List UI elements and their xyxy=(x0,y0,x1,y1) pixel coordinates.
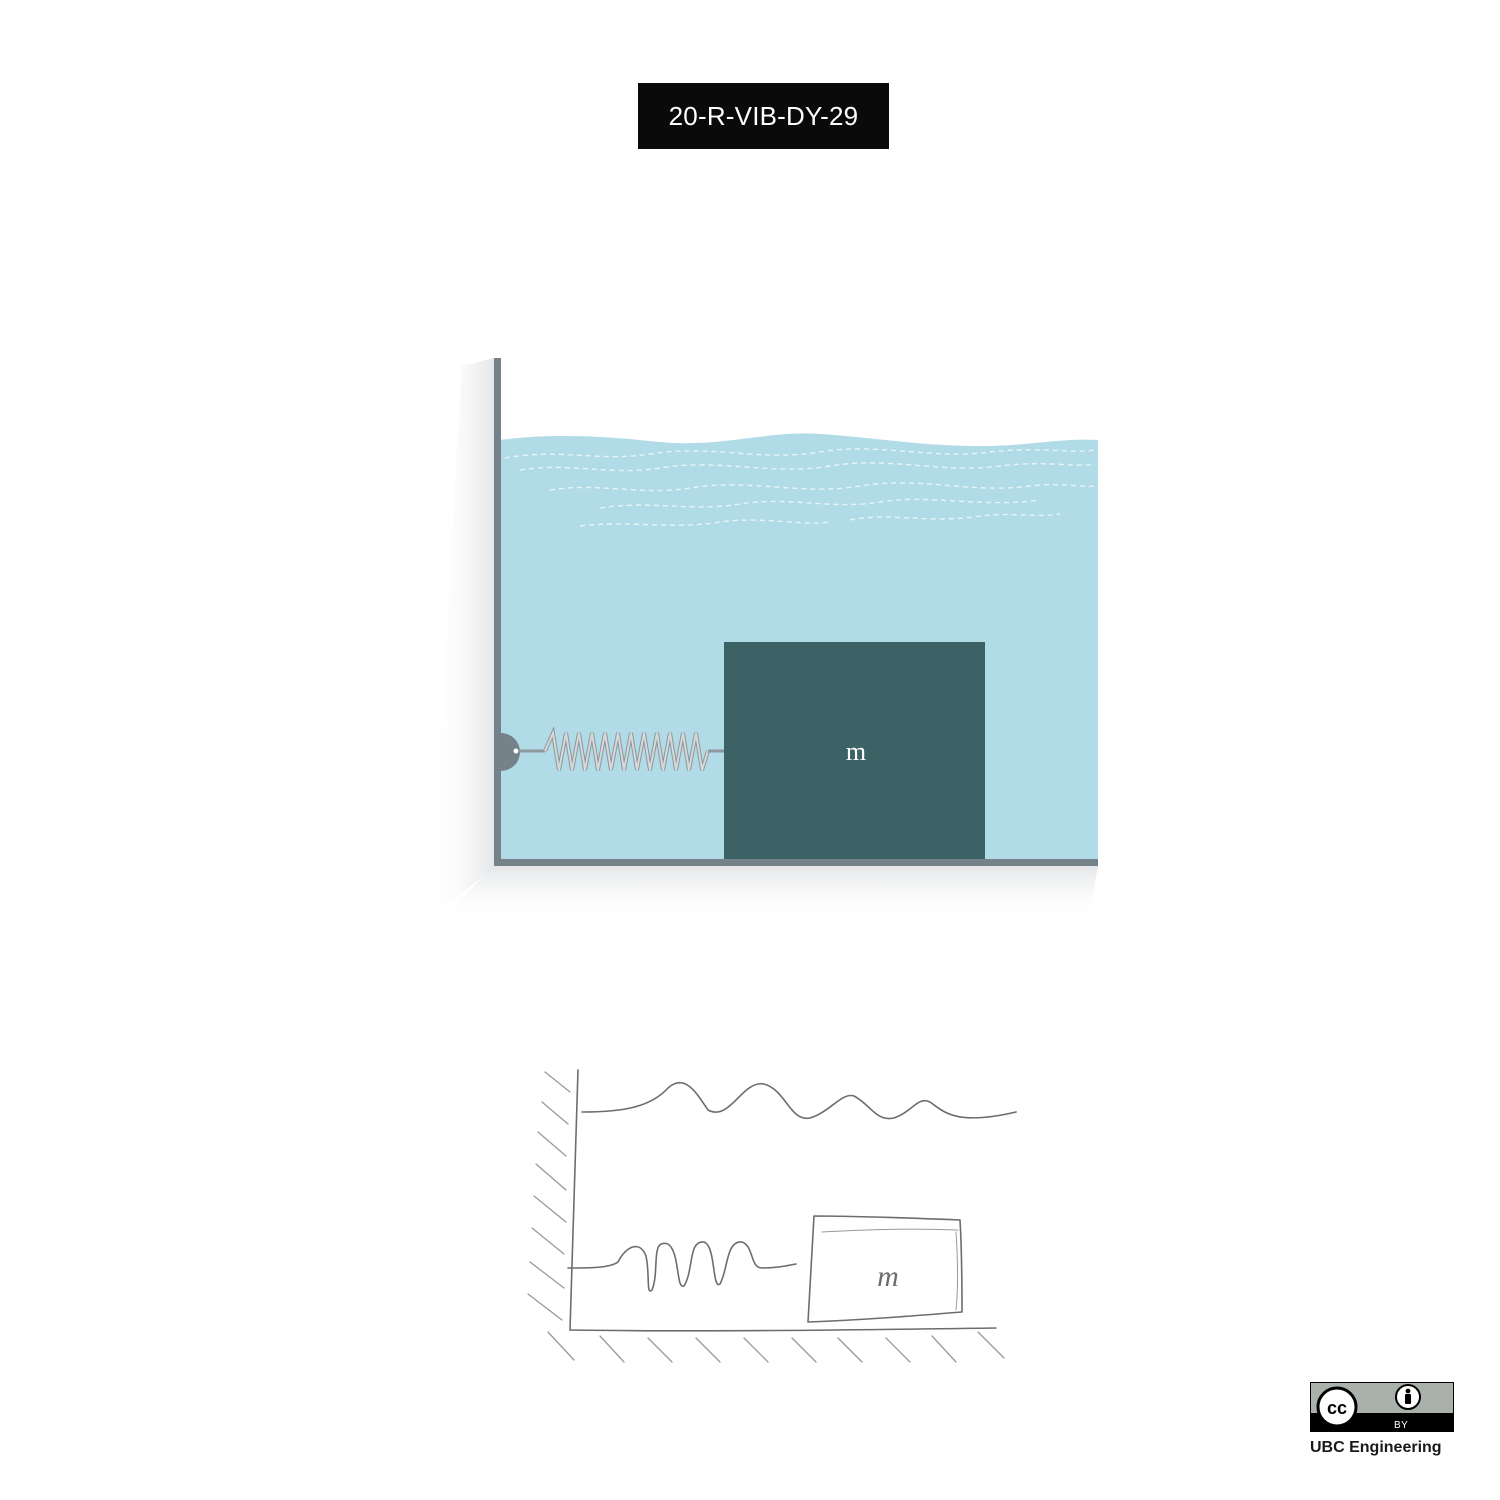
creative-commons-icon: cc xyxy=(1316,1386,1358,1428)
mass-label: m xyxy=(846,737,866,766)
spring xyxy=(518,726,724,771)
wall-shadow xyxy=(430,358,494,918)
cc-by-icons: cc xyxy=(1311,1384,1453,1431)
sketch-spring xyxy=(567,1241,797,1292)
main-diagram: m xyxy=(430,358,1098,920)
license-block: cc BY UBC Engineering xyxy=(1310,1382,1456,1457)
sketch-mass-box xyxy=(807,1215,963,1323)
cc-by-badge[interactable]: cc BY xyxy=(1310,1382,1454,1432)
sketch-mass-label: m xyxy=(877,1260,899,1293)
organization-name: UBC Engineering xyxy=(1310,1439,1442,1456)
mass-block xyxy=(724,642,985,859)
tank-wall xyxy=(494,358,501,866)
problem-id-badge: 20-R-VIB-DY-29 xyxy=(638,83,889,149)
sketch-floor-hatching xyxy=(547,1331,1005,1363)
floor-shadow xyxy=(440,866,1098,920)
tank-floor xyxy=(494,859,1098,866)
by-text: BY xyxy=(1394,1420,1409,1431)
sketch-wall xyxy=(569,1069,579,1331)
attribution-icon xyxy=(1395,1384,1421,1410)
sketch-wall-hatching xyxy=(527,1071,571,1321)
spring-anchor xyxy=(501,733,520,771)
water-ripples xyxy=(504,448,1096,527)
sketch-floor xyxy=(569,1327,997,1332)
sketch-waves xyxy=(581,1081,1017,1120)
svg-text:cc: cc xyxy=(1327,1398,1347,1418)
